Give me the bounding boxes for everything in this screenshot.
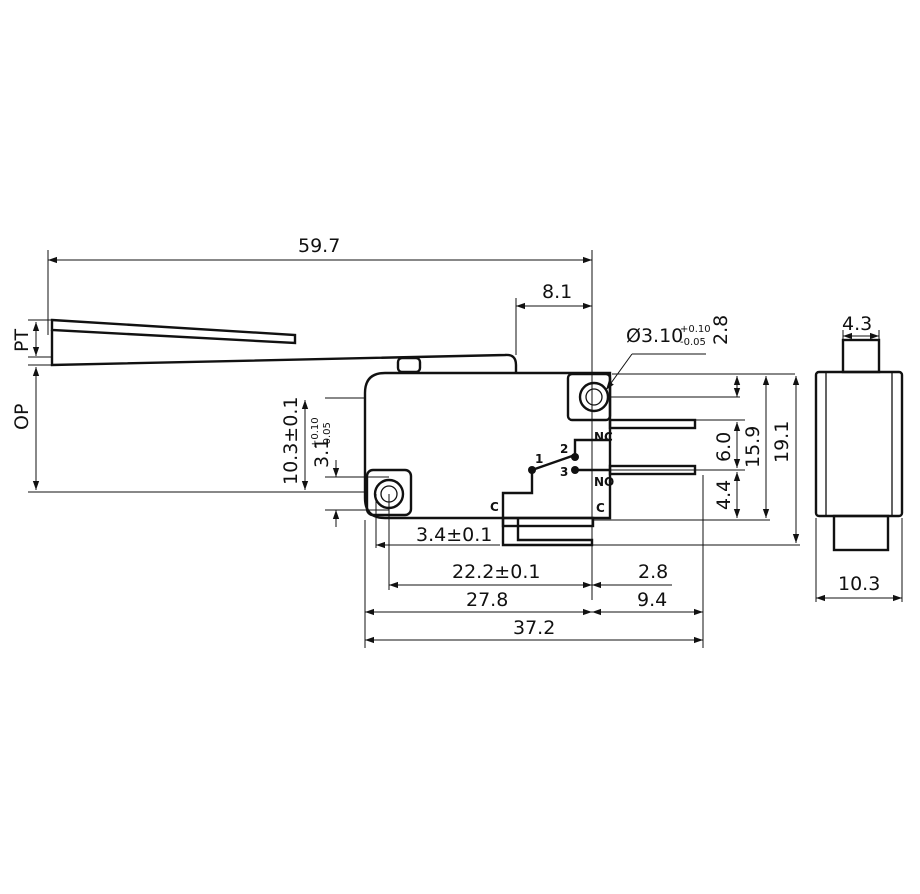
dim-pt: PT xyxy=(11,329,33,352)
dim-op: OP xyxy=(11,404,33,430)
pin1-label: 1 xyxy=(535,452,543,466)
dim-hole-tol-plus: +0.10 xyxy=(680,324,711,335)
dim-side-depth: 10.3 xyxy=(838,573,880,595)
dim-lever-pivot: 8.1 xyxy=(542,281,572,303)
dim-hole-edge: 3.4±0.1 xyxy=(416,524,492,546)
pin3-label: 3 xyxy=(560,465,568,479)
internal-wire-c xyxy=(501,470,534,518)
lever-base xyxy=(50,330,518,372)
dim-height-19: 19.1 xyxy=(771,421,793,463)
dim-height-15: 15.9 xyxy=(742,426,764,468)
top-hole-inner xyxy=(585,388,603,406)
extension-lines xyxy=(28,250,800,648)
dim-mount-hole-offset: 3.1 xyxy=(311,438,333,468)
end-plunger xyxy=(841,338,881,374)
dim-hole-tol-minus: -0.05 xyxy=(680,337,706,348)
lever-arm xyxy=(50,318,297,345)
c-left-label: C xyxy=(490,500,499,514)
dim-hole-spacing: 22.2±0.1 xyxy=(452,561,540,583)
dim-mount-hole-tol-plus: +0.10 xyxy=(310,417,321,448)
pin2-label: 2 xyxy=(560,442,568,456)
pin2-dot xyxy=(571,453,579,461)
c-terminal xyxy=(501,516,595,528)
dim-overall-length: 59.7 xyxy=(298,235,340,257)
dim-mount-hole-tol-minus: -0.05 xyxy=(322,422,333,448)
pin3-dot xyxy=(571,466,579,474)
plunger xyxy=(396,356,422,374)
dimension-lines xyxy=(32,256,800,644)
end-view: 4.3 10.3 xyxy=(814,313,904,602)
dim-mount-height: 10.3±0.1 xyxy=(280,397,302,485)
internal-contact-blade xyxy=(531,453,576,472)
internal-wire-nc xyxy=(573,438,610,457)
c-right-label: C xyxy=(596,501,605,515)
dim-hole-diameter: Ø3.10 xyxy=(626,325,683,347)
end-view-dimensions xyxy=(815,330,903,602)
side-view: 1 2 3 NC NO C C xyxy=(11,235,800,648)
dim-terminal-pitch: 6.0 xyxy=(713,432,735,462)
dim-hole-to-right: 9.4 xyxy=(637,589,667,611)
dim-bottom-terminal: 4.4 xyxy=(713,480,735,510)
nc-label: NC xyxy=(594,430,613,444)
dim-top-gap: 2.8 xyxy=(710,315,732,345)
dim-right-offset: 2.8 xyxy=(638,561,668,583)
dim-body-length: 37.2 xyxy=(513,617,555,639)
dim-right-width: 4.3 xyxy=(842,313,872,335)
pin1-dot xyxy=(528,466,536,474)
nc-terminal xyxy=(608,418,697,430)
no-label: NO xyxy=(594,475,614,489)
dim-left-to-hole: 27.8 xyxy=(466,589,508,611)
end-terminal xyxy=(832,514,890,552)
end-body xyxy=(814,370,904,518)
